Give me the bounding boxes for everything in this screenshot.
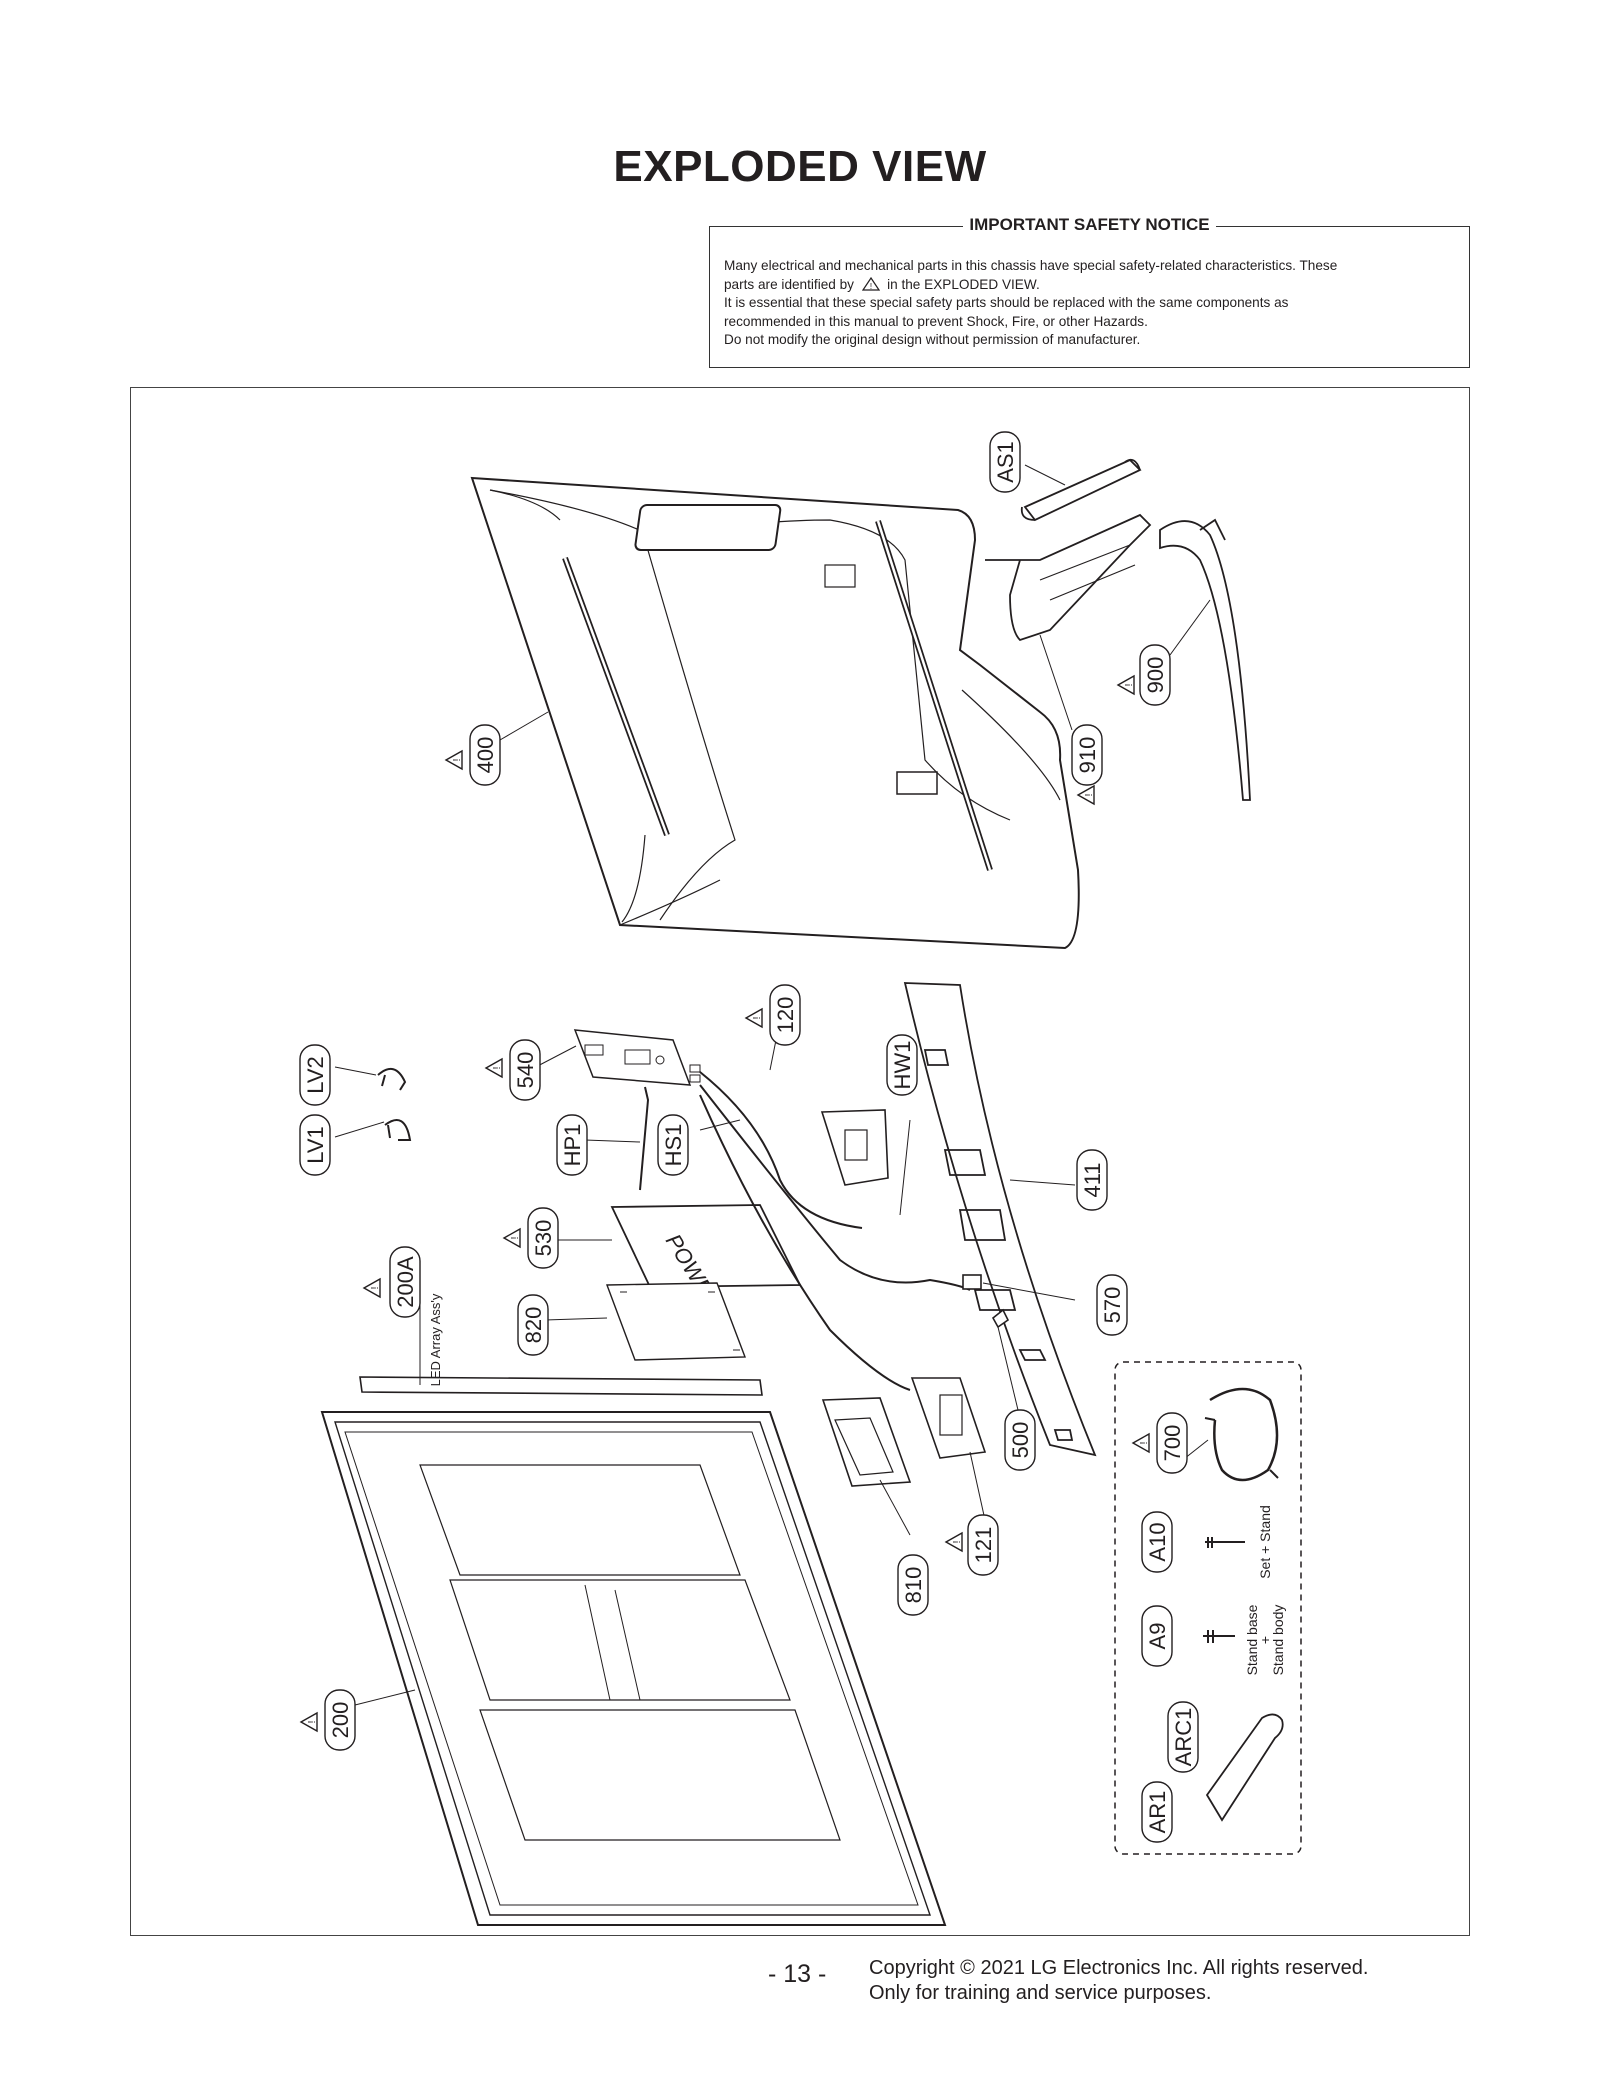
- part-label-120: 120: [769, 984, 801, 1046]
- svg-text:570: 570: [1100, 1287, 1125, 1324]
- svg-text:A9: A9: [1145, 1623, 1170, 1650]
- part-label-121: 121: [967, 1514, 999, 1576]
- svg-text:200: 200: [328, 1702, 353, 1739]
- svg-text:400: 400: [473, 737, 498, 774]
- safety-notice-heading: IMPORTANT SAFETY NOTICE: [963, 215, 1216, 234]
- part-label-900: 900: [1139, 644, 1171, 706]
- plus-annotation: +: [1257, 1636, 1273, 1644]
- part-label-a9: A9: [1141, 1605, 1173, 1667]
- part-label-910: 910: [1071, 724, 1103, 786]
- svg-text:540: 540: [513, 1052, 538, 1089]
- stand-base-annotation: Stand base: [1244, 1604, 1260, 1675]
- back-cover-drawing: [470, 476, 1080, 950]
- notice-line-5: Do not modify the original design withou…: [724, 332, 1141, 347]
- part-810-drawing: [821, 1397, 912, 1487]
- svg-text:HP1: HP1: [560, 1124, 585, 1167]
- warning-icon-400: [445, 750, 464, 770]
- svg-text:530: 530: [531, 1220, 556, 1257]
- part-label-hw1: HW1: [886, 1034, 918, 1096]
- stand-body-annotation: Stand body: [1270, 1605, 1286, 1676]
- part-label-arc1: ARC1: [1167, 1701, 1199, 1773]
- svg-text:500: 500: [1008, 1422, 1033, 1459]
- copyright: Copyright © 2021 LG Electronics Inc. All…: [869, 1956, 1368, 2006]
- svg-text:121: 121: [971, 1527, 996, 1564]
- notice-line-1: Many electrical and mechanical parts in …: [724, 258, 1338, 273]
- svg-text:910: 910: [1075, 737, 1100, 774]
- copyright-line-2: Only for training and service purposes.: [869, 1982, 1212, 2004]
- lv-cables-drawing: [377, 1067, 412, 1141]
- part-label-a10: A10: [1141, 1511, 1173, 1573]
- part-label-500: 500: [1004, 1409, 1036, 1471]
- svg-text:LV1: LV1: [303, 1126, 328, 1164]
- part-label-hs1: HS1: [657, 1114, 689, 1176]
- svg-text:120: 120: [773, 997, 798, 1034]
- part-label-530: 530: [527, 1207, 559, 1269]
- part-label-540: 540: [509, 1039, 541, 1101]
- safety-notice-box: IMPORTANT SAFETY NOTICE Many electrical …: [709, 215, 1470, 368]
- svg-text:A10: A10: [1145, 1522, 1170, 1561]
- warning-icon-200a: [363, 1278, 382, 1298]
- led-array-annotation: LED Array Ass'y: [428, 1293, 443, 1386]
- part-label-lv2: LV2: [299, 1044, 331, 1106]
- svg-text:900: 900: [1143, 657, 1168, 694]
- notice-line-3: It is essential that these special safet…: [724, 295, 1289, 310]
- svg-text:ARC1: ARC1: [1171, 1708, 1196, 1767]
- svg-text:LV2: LV2: [303, 1056, 328, 1094]
- led-array-drawing: [359, 1376, 763, 1396]
- part-label-lv1: LV1: [299, 1114, 331, 1176]
- main-board-drawing: [573, 1029, 701, 1086]
- part-label-820: 820: [517, 1294, 549, 1356]
- part-label-810: 810: [897, 1554, 929, 1616]
- part-label-411: 411: [1076, 1149, 1108, 1211]
- part-label-400: 400: [469, 724, 501, 786]
- part-label-hp1: HP1: [556, 1114, 588, 1176]
- svg-text:HW1: HW1: [890, 1041, 915, 1090]
- copyright-line-1: Copyright © 2021 LG Electronics Inc. All…: [869, 1957, 1369, 1979]
- bracket-120-drawing: [820, 1109, 889, 1186]
- warning-icon-200: [300, 1712, 319, 1732]
- svg-text:AR1: AR1: [1145, 1791, 1170, 1834]
- warning-triangle-icon: !: [861, 276, 880, 291]
- warning-icon-120: [745, 1008, 764, 1028]
- part-label-200: 200: [324, 1689, 356, 1751]
- svg-text:411: 411: [1080, 1162, 1105, 1197]
- warning-icon-530: [503, 1228, 522, 1248]
- svg-text:810: 810: [901, 1567, 926, 1604]
- panel-module-drawing: [320, 1411, 947, 1926]
- stand-drawings: [985, 458, 1251, 801]
- svg-text:820: 820: [521, 1307, 546, 1344]
- notice-line-2: parts are identified by ! in the EXPLODE…: [724, 276, 1040, 292]
- part-label-ar1: AR1: [1141, 1781, 1173, 1843]
- small-parts-drawing: [962, 1274, 1010, 1329]
- diagram-frame: [130, 387, 1470, 1936]
- cables-drawing: [639, 1071, 971, 1391]
- svg-text:200A: 200A: [393, 1256, 418, 1308]
- page-title: EXPLODED VIEW: [613, 142, 987, 191]
- insulator-sheet-drawing: [605, 1282, 747, 1361]
- svg-text:!: !: [869, 282, 871, 291]
- notice-line-4: recommended in this manual to prevent Sh…: [724, 313, 1148, 329]
- warning-icon-900: [1117, 675, 1136, 695]
- bracket-121-drawing: [910, 1377, 987, 1459]
- part-label-700: 700: [1156, 1412, 1188, 1474]
- warning-icon-121: [945, 1532, 964, 1552]
- warning-icon-700: [1132, 1433, 1151, 1453]
- svg-text:700: 700: [1160, 1425, 1185, 1462]
- set-stand-annotation: Set + Stand: [1257, 1505, 1273, 1579]
- page-number: - 13 -: [768, 1960, 827, 1988]
- svg-text:AS1: AS1: [993, 441, 1018, 483]
- part-label-570: 570: [1096, 1274, 1128, 1336]
- part-label-200a: 200A: [389, 1246, 421, 1318]
- part-label-as1: AS1: [989, 431, 1021, 493]
- svg-text:HS1: HS1: [661, 1124, 686, 1167]
- safety-notice-text: Many electrical and mechanical parts in …: [724, 257, 1455, 350]
- part-labels: AS1 900 910 400 120 HW1 540: [299, 431, 1286, 1843]
- accessory-box: [1114, 1361, 1302, 1855]
- frame-411-drawing: [903, 982, 1097, 1457]
- warning-icon-910: [1077, 785, 1096, 805]
- warning-icon-540: [485, 1058, 504, 1078]
